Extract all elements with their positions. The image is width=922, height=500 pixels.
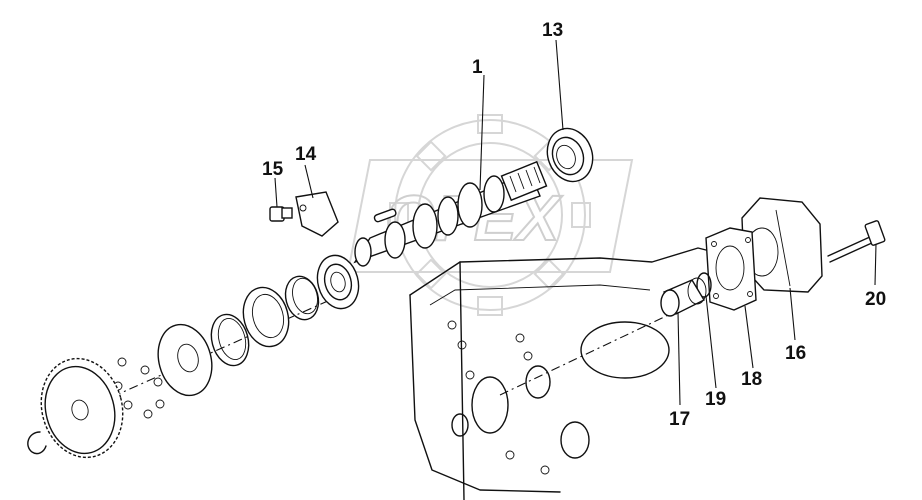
callout-1: 1 (472, 57, 483, 78)
callout-18: 18 (741, 369, 762, 390)
snap-ring (284, 275, 320, 321)
callout-15: 15 (262, 159, 284, 180)
o-ring-19 (696, 272, 712, 298)
leader-lines (274, 39, 877, 406)
callout-14: 14 (295, 144, 317, 165)
sleeve-17 (660, 277, 707, 317)
callout-17: 17 (669, 409, 690, 430)
retaining-clip (27, 431, 47, 455)
thrust-disc (157, 323, 213, 397)
callout-19: 19 (705, 389, 726, 410)
callout-13: 13 (542, 20, 563, 41)
gasket-18 (705, 227, 757, 311)
long-bolt-20 (827, 220, 886, 263)
front-ball-bearing (316, 254, 360, 310)
bracket-14 (295, 191, 339, 237)
callout-16: 16 (785, 343, 806, 364)
drive-gear (40, 357, 124, 459)
callout-20: 20 (865, 289, 886, 310)
needle-roller-ring (210, 313, 250, 367)
bolt-15 (269, 206, 293, 222)
ball-bearing-13 (546, 127, 594, 183)
seal-ring (242, 286, 290, 348)
camshaft (353, 160, 548, 267)
